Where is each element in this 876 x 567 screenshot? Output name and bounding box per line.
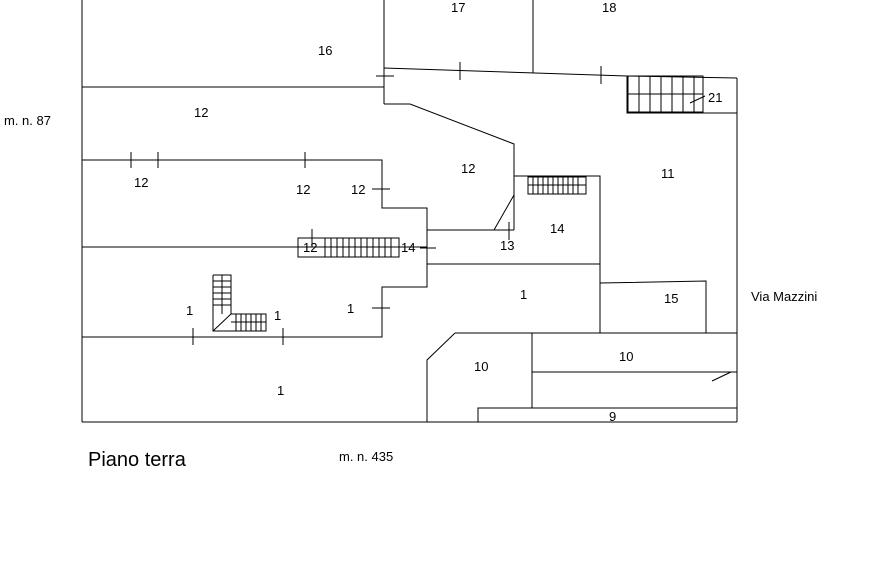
room-label-12d: 12 <box>351 182 365 197</box>
room-label-13: 13 <box>500 238 514 253</box>
neighbor-bottom-label: m. n. 435 <box>339 449 393 464</box>
room-label-16: 16 <box>318 43 332 58</box>
room-label-10a: 10 <box>474 359 488 374</box>
room-label-1e: 1 <box>277 383 284 398</box>
room-label-10b: 10 <box>619 349 633 364</box>
room-label-1b: 1 <box>186 303 193 318</box>
stair-12-14 <box>297 237 400 258</box>
room-label-9: 9 <box>609 409 616 424</box>
room-label-15: 15 <box>664 291 678 306</box>
room-label-12c: 12 <box>296 182 310 197</box>
room-label-1a: 1 <box>520 287 527 302</box>
room-label-1c: 1 <box>274 308 281 323</box>
stair-14-top <box>527 176 587 195</box>
room-label-12b: 12 <box>134 175 148 190</box>
stair-1 <box>212 274 267 332</box>
street-label: Via Mazzini <box>751 289 817 304</box>
room-label-21: 21 <box>708 90 722 105</box>
walls <box>81 0 738 423</box>
stair-21 <box>627 75 706 113</box>
room-label-12f: 12 <box>303 240 317 255</box>
room-label-1d: 1 <box>347 301 354 316</box>
room-label-18: 18 <box>602 0 616 15</box>
room-label-14b: 14 <box>401 240 415 255</box>
room-label-14a: 14 <box>550 221 564 236</box>
room-label-17: 17 <box>451 0 465 15</box>
plan-title: Piano terra <box>88 449 187 471</box>
neighbor-left-label: m. n. 87 <box>4 113 51 128</box>
room-label-12a: 12 <box>194 105 208 120</box>
room-labels: 17 18 16 12 21 12 12 12 12 11 14 12 14 1… <box>134 0 722 424</box>
room-label-11: 11 <box>661 166 675 181</box>
room-label-12e: 12 <box>461 161 475 176</box>
